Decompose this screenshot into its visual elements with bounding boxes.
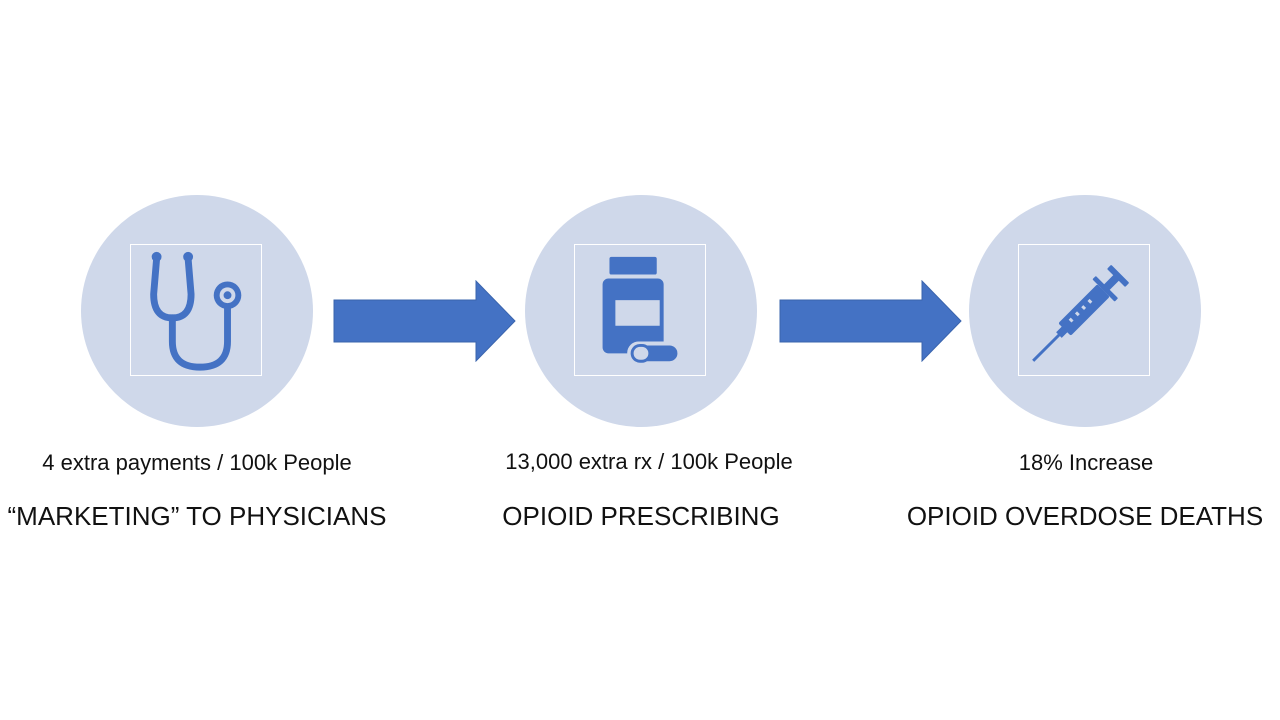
pill-bottle-icon [602, 256, 681, 365]
syringe-icon [1032, 265, 1129, 362]
step-1-icon-frame [130, 244, 262, 376]
step-3-icon-frame [1018, 244, 1150, 376]
stethoscope-icon [150, 251, 242, 371]
flow-arrow-1 [333, 280, 516, 362]
step-1-metric: 4 extra payments / 100k People [42, 450, 352, 475]
step-3-metric: 18% Increase [1018, 450, 1154, 475]
step-2-metric: 13,000 extra rx / 100k People [505, 449, 793, 474]
flow-arrow-2 [779, 280, 962, 362]
step-1-caption: “MARKETING” TO PHYSICIANS [7, 501, 387, 531]
step-2-caption: OPIOID PRESCRIBING [502, 501, 780, 531]
step-1-circle [81, 195, 313, 427]
step-3-caption: OPIOID OVERDOSE DEATHS [906, 501, 1264, 531]
step-2-icon-frame [574, 244, 706, 376]
